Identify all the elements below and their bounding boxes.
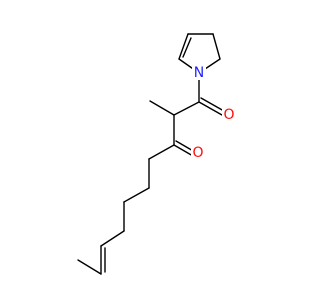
bond-ketone-carbonyl [173, 144, 194, 157]
amide-oxygen-label-background [222, 107, 236, 123]
amide-oxygen-atom-label: O [223, 107, 234, 123]
molecule-canvas: N O O [77, 33, 236, 275]
ketone-oxygen-atom-label: O [192, 145, 203, 161]
ring-bond-c2-c3-double [182, 37, 192, 58]
ring-bond-c2-c3 [178, 33, 189, 60]
molecule-structure-diagram: N O O [77, 33, 236, 275]
bond-chain-c2-c3 [123, 187, 150, 203]
bond-alpha-methyl [149, 100, 175, 116]
bond-amide-carbonyl [198, 101, 223, 116]
bond-terminal-methyl [77, 259, 102, 275]
nitrogen-atom-label: N [194, 65, 204, 81]
bond-amide-carbonyl-double [200, 97, 225, 112]
nitrogen-label-background [192, 64, 206, 80]
bond-ketone-c1 [148, 144, 175, 160]
ring-bond-c4-c5 [212, 33, 221, 60]
ketone-oxygen-label-background [191, 145, 205, 161]
bond-carbonyl-alpha [173, 101, 200, 116]
atom-label-layer: N O O [191, 64, 236, 161]
bond-chain-c4-c5 [100, 230, 125, 247]
